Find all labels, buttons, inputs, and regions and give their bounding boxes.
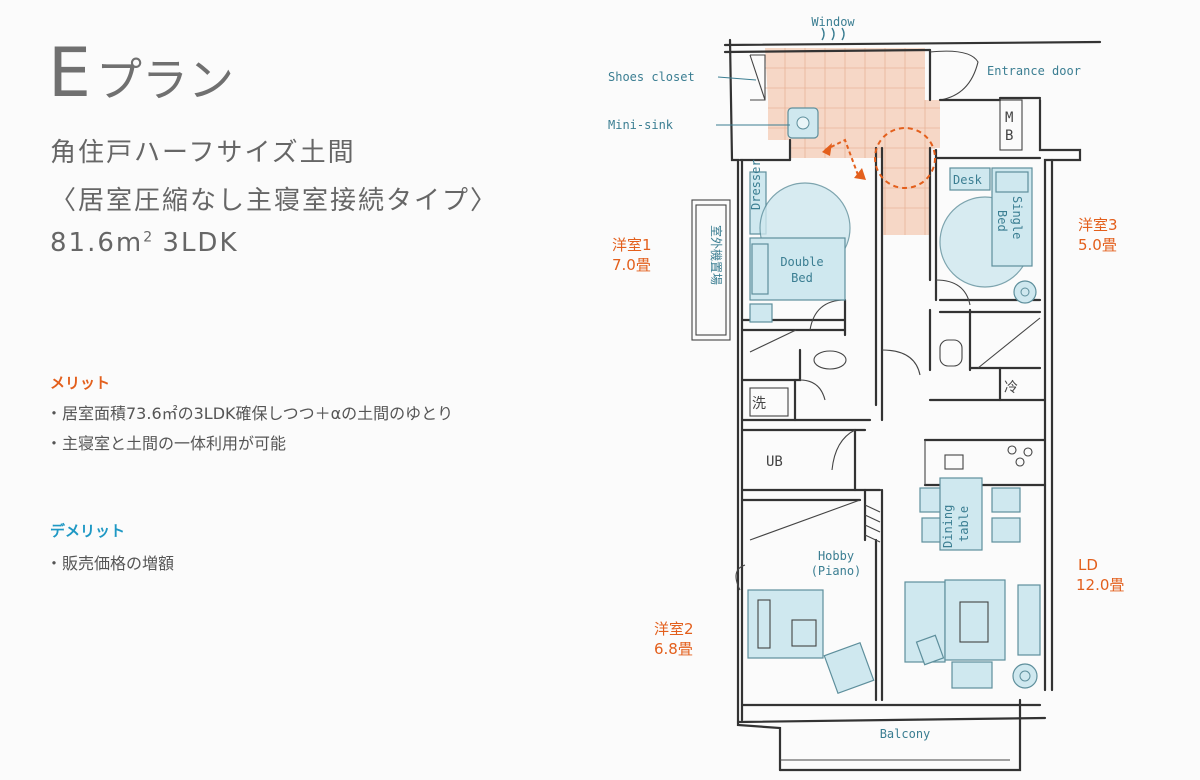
outer-walls xyxy=(691,38,1102,772)
room3-size: 5.0畳 xyxy=(1078,236,1117,254)
label-single-bed-2: Bed xyxy=(995,210,1009,232)
room1-size: 7.0畳 xyxy=(612,256,651,274)
room2-size: 6.8畳 xyxy=(654,640,693,658)
room1-name: 洋室1 xyxy=(612,236,652,254)
label-mb-b: B xyxy=(1005,128,1013,144)
label-hobby: Hobby xyxy=(818,549,854,563)
floor-plan: Window Shoes closet Entrance door Mini-s… xyxy=(608,15,1124,772)
mb-box xyxy=(999,99,1023,151)
label-balcony: Balcony xyxy=(880,727,931,741)
label-desk: Desk xyxy=(953,173,983,187)
label-double-bed-2: Bed xyxy=(791,271,813,285)
label-outdoor-unit: 室外機置場 xyxy=(709,225,724,285)
label-dresser: Dresser xyxy=(749,159,763,210)
demerit-item: ・販売価格の増額 xyxy=(46,554,175,573)
entrance-door xyxy=(928,48,1023,151)
demerit-heading: デメリット xyxy=(50,522,126,540)
wet-area-fixtures xyxy=(749,339,963,417)
merit-item: ・居室面積73.6㎡の3LDK確保しつつ＋αの土間のゆとり xyxy=(46,404,454,423)
ld-name: LD xyxy=(1078,556,1098,574)
label-dining-1: Dining xyxy=(941,505,955,548)
merit-item: ・主寝室と土間の一体利用が可能 xyxy=(46,434,287,453)
area-value: 81.6m xyxy=(50,228,144,258)
plan-title-kana: プラン xyxy=(95,53,234,107)
room3-furniture xyxy=(939,167,1037,304)
callout-leaders xyxy=(716,76,790,126)
label-single-bed-1: Single xyxy=(1010,196,1024,239)
merit-heading: メリット xyxy=(50,374,111,392)
label-dining-2: table xyxy=(957,506,971,542)
shoes-closet xyxy=(749,54,766,101)
ld-size: 12.0畳 xyxy=(1076,576,1124,594)
mini-sink xyxy=(787,107,819,139)
label-double-bed-1: Double xyxy=(780,255,823,269)
door-swings xyxy=(735,279,971,591)
room1-furniture xyxy=(749,171,851,323)
label-window: Window xyxy=(811,15,855,29)
dining-set xyxy=(919,477,1021,551)
dining-table xyxy=(939,477,983,551)
subtitle-line2: 〈居室圧縮なし主寝室接続タイプ〉 xyxy=(50,186,499,216)
room3-name: 洋室3 xyxy=(1078,216,1118,234)
label-shoes-closet: Shoes closet xyxy=(608,70,695,84)
interior-walls xyxy=(738,138,1047,702)
label-piano: (Piano) xyxy=(811,564,862,578)
label-fridge: 冷 xyxy=(1004,380,1018,396)
label-ub: UB xyxy=(766,454,783,470)
desk xyxy=(949,167,991,191)
kitchen-counter xyxy=(944,445,1033,470)
storage-hatch xyxy=(749,317,1041,543)
plan-letter: E xyxy=(48,34,91,113)
label-mb-m: M xyxy=(1005,110,1013,126)
living-set xyxy=(904,579,1041,689)
area-layout: 81.6m2 3LDK xyxy=(50,228,239,258)
piano xyxy=(747,589,875,695)
area-unit-sup: 2 xyxy=(143,229,153,246)
room2-name: 洋室2 xyxy=(654,620,694,638)
label-mini-sink: Mini-sink xyxy=(608,118,674,132)
outdoor-unit-space xyxy=(691,199,731,341)
window-symbol xyxy=(821,27,845,41)
layout-type: 3LDK xyxy=(152,228,239,258)
label-wash: 洗 xyxy=(752,396,766,412)
circulation-arrows xyxy=(822,127,936,189)
label-entrance-door: Entrance door xyxy=(987,64,1081,78)
subtitle-line1: 角住戸ハーフサイズ土間 xyxy=(50,138,356,168)
